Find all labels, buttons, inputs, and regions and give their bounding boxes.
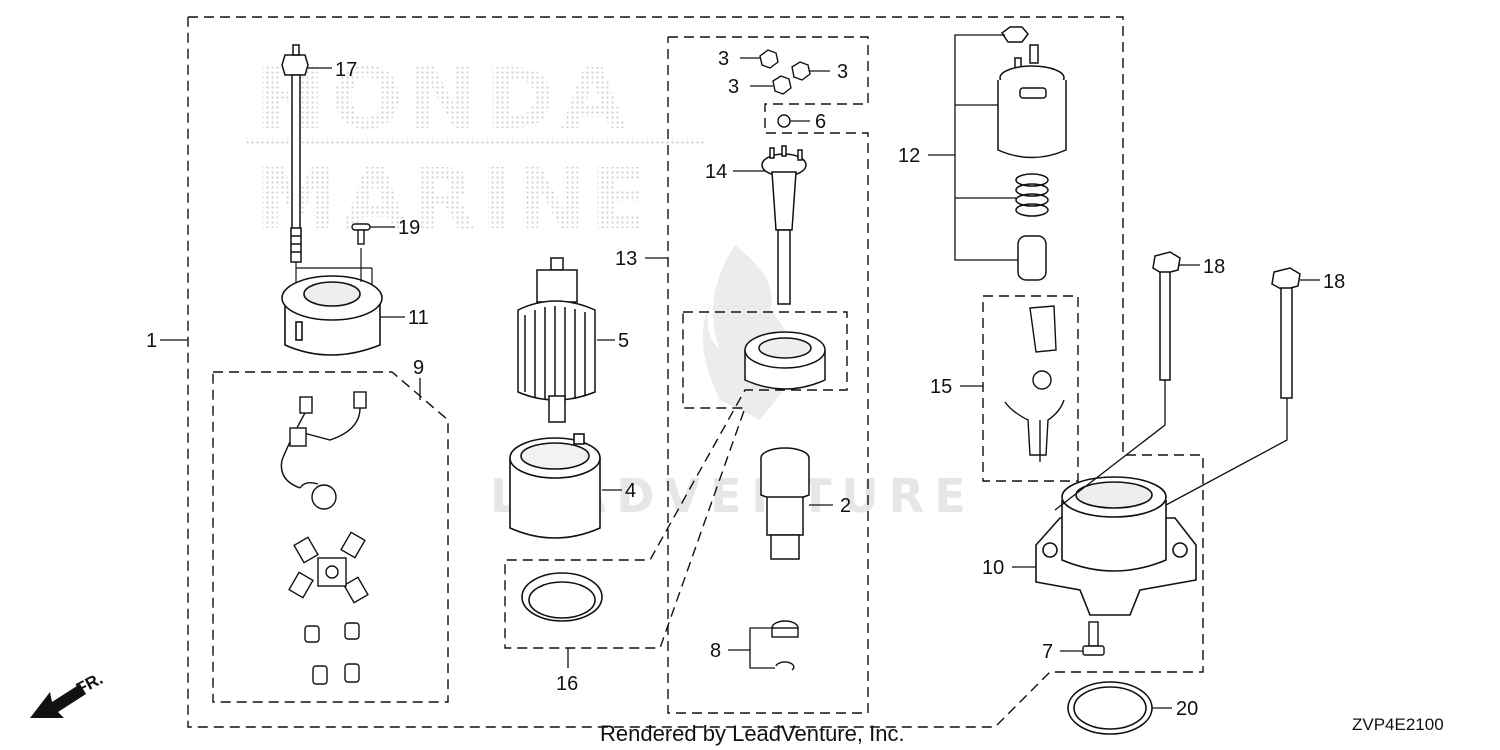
callout-1: 1 xyxy=(146,330,157,352)
outer-assembly-boundary xyxy=(187,16,1204,728)
callout-18a: 18 xyxy=(1203,256,1225,278)
callout-4: 4 xyxy=(625,480,636,502)
honda-marine-watermark: HONDA MARINE xyxy=(245,50,705,248)
o-ring-20[interactable] xyxy=(1067,681,1153,735)
bearing-8[interactable] xyxy=(771,620,799,671)
callout-17: 17 xyxy=(335,59,357,81)
callout-6: 6 xyxy=(815,111,826,133)
front-housing-10[interactable] xyxy=(1035,476,1197,616)
callout-10: 10 xyxy=(982,557,1004,579)
callout-12: 12 xyxy=(898,145,920,167)
brush-holder xyxy=(288,531,369,604)
callout-7: 7 xyxy=(1042,641,1053,663)
callout-labels: 1 17 19 11 9 5 4 16 13 3 3 3 6 14 2 8 12… xyxy=(146,48,1345,720)
leader-lines xyxy=(160,34,1320,709)
callout-15: 15 xyxy=(930,376,952,398)
through-bolt-17[interactable] xyxy=(281,44,309,263)
callout-2: 2 xyxy=(840,495,851,517)
callout-3a: 3 xyxy=(718,48,729,70)
svg-text:MARINE: MARINE xyxy=(255,150,651,248)
callout-11: 11 xyxy=(408,307,429,329)
solenoid-kit-15[interactable] xyxy=(1004,305,1065,462)
brush-set-9[interactable] xyxy=(280,391,369,685)
brush-springs xyxy=(304,622,360,685)
clutch-group-boundary xyxy=(504,311,848,649)
clutch-2[interactable] xyxy=(760,447,810,560)
front-arrow-icon xyxy=(30,684,86,718)
diagram-code: ZVP4E2100 xyxy=(1352,715,1444,734)
callout-3c: 3 xyxy=(728,76,739,98)
callout-18b: 18 xyxy=(1323,271,1345,293)
o-ring-6[interactable] xyxy=(777,114,791,128)
callout-8: 8 xyxy=(710,640,721,662)
callout-19: 19 xyxy=(398,217,420,239)
solenoid-kit-boundary xyxy=(982,295,1079,482)
yoke-4[interactable] xyxy=(509,433,601,539)
solenoid-12[interactable] xyxy=(997,26,1067,281)
callout-9: 9 xyxy=(413,357,424,379)
armature-5[interactable] xyxy=(517,257,596,423)
bolt-7[interactable] xyxy=(1082,621,1105,656)
brush-set-boundary xyxy=(212,371,449,703)
callout-20: 20 xyxy=(1176,698,1198,720)
nuts-3[interactable] xyxy=(759,49,811,95)
front-direction-indicator: FR. xyxy=(30,669,106,718)
callout-14: 14 xyxy=(705,161,727,183)
gasket-16[interactable] xyxy=(521,572,603,622)
planetary-gear[interactable] xyxy=(744,331,826,390)
footer-credit: Rendered by LeadVenture, Inc. xyxy=(600,721,905,746)
callout-13: 13 xyxy=(615,248,637,270)
callout-3b: 3 xyxy=(837,61,848,83)
shaft-14[interactable] xyxy=(761,145,807,305)
bolts-18[interactable] xyxy=(1152,251,1301,399)
group-boundaries xyxy=(187,16,1204,728)
rear-cover-11[interactable] xyxy=(281,248,383,356)
svg-text:HONDA: HONDA xyxy=(255,50,632,148)
callout-5: 5 xyxy=(618,330,629,352)
plunger-spring xyxy=(1015,173,1049,217)
callout-16: 16 xyxy=(556,673,578,695)
